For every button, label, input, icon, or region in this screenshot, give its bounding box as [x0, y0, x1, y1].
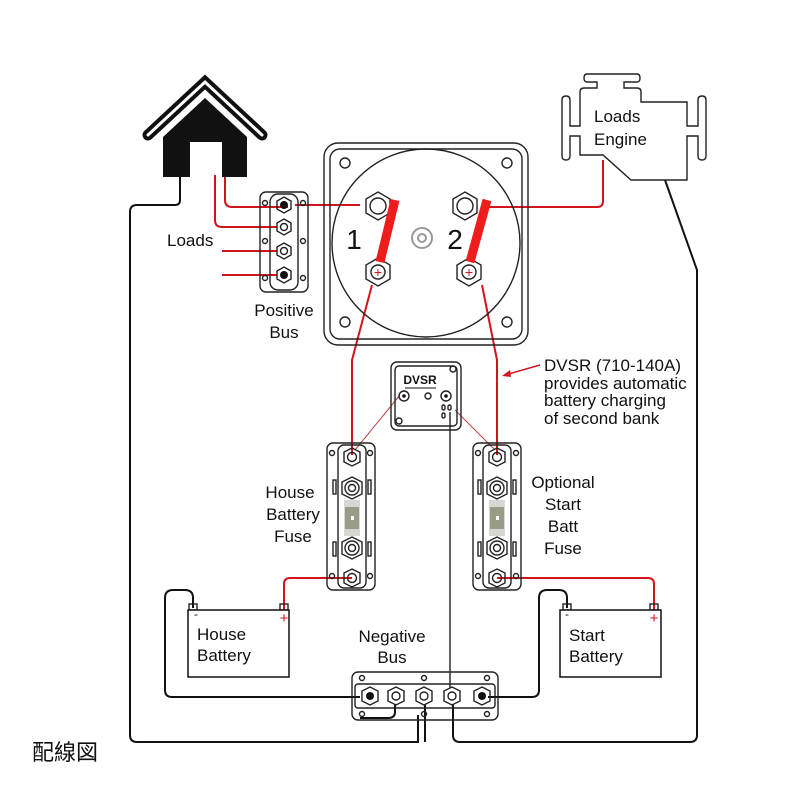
dvsr-note-arrow	[504, 364, 541, 376]
start-battery-fuse: Optional Start Batt Fuse	[472, 442, 595, 591]
neg-bus-terminal	[387, 686, 405, 706]
switch1-to-house-fuse	[351, 284, 373, 455]
positive-bus: Positive Bus	[254, 191, 314, 342]
negative-bus-label-line2: Bus	[377, 648, 406, 667]
house-fuse-label-line1: House	[265, 483, 314, 502]
neg-bus-terminal	[415, 686, 433, 706]
house-battery: - + House Battery	[187, 603, 290, 678]
arrow-head-icon	[502, 370, 511, 377]
dvsr-module: DVSR	[390, 361, 462, 431]
house-fuse-label-line2: Battery	[266, 505, 320, 524]
switch-link-2	[465, 198, 492, 264]
start-battery-neg: -	[565, 607, 569, 621]
bus-terminal	[276, 196, 292, 214]
house-battery-fuse: House Battery Fuse	[265, 442, 376, 591]
start-battery-label-line1: Start	[569, 626, 605, 645]
house-fuse-to-battery	[283, 577, 352, 610]
house-ground-wire	[129, 175, 419, 743]
negative-bus-link	[360, 705, 396, 719]
bus-terminal	[276, 242, 292, 260]
neg-bus-terminal	[443, 686, 461, 706]
bus-terminal	[276, 266, 292, 284]
switch-position-1: 1	[346, 224, 362, 255]
engine-icon: Loads Engine	[561, 73, 707, 181]
neg-bus-terminal	[361, 686, 379, 706]
dvsr-note-line1: DVSR (710-140A)	[544, 356, 681, 375]
start-fuse-label-line1: Optional	[531, 473, 594, 492]
house-load-wire	[224, 175, 288, 208]
house-battery-negative-wire	[164, 589, 360, 698]
dvsr-label: DVSR	[403, 373, 437, 387]
start-battery-negative-wire	[488, 589, 568, 698]
house-battery-pos: +	[280, 610, 289, 627]
bus-terminal	[276, 218, 292, 236]
positive-wires	[214, 160, 655, 610]
engine-label-line2: Engine	[594, 130, 647, 149]
switch-plus-2: +	[465, 264, 473, 280]
switch2-to-start-fuse	[481, 284, 498, 455]
load-wire-2	[214, 175, 277, 228]
house-battery-neg: -	[194, 607, 198, 621]
dvsr-note-line2: provides automatic	[544, 374, 687, 393]
house-icon	[142, 74, 268, 177]
house-battery-label-line2: Battery	[197, 646, 251, 665]
negative-bus: Negative Bus	[351, 627, 499, 721]
negative-wires	[129, 175, 698, 743]
start-fuse-label-line2: Start	[545, 495, 581, 514]
positive-bus-label-line1: Positive	[254, 301, 314, 320]
switch-plus-1: +	[374, 264, 382, 280]
start-fuse-to-battery	[497, 577, 655, 610]
house-battery-label-line1: House	[197, 625, 246, 644]
switch-position-2: 2	[447, 224, 463, 255]
positive-bus-label-line2: Bus	[269, 323, 298, 342]
switch-to-engine-wire	[486, 160, 604, 208]
diagram-title: 配線図	[32, 741, 98, 766]
battery-switch[interactable]: + + 1 2	[323, 142, 529, 346]
start-fuse-label-line4: Fuse	[544, 539, 582, 558]
engine-ground-wire	[452, 179, 698, 743]
engine-label-line1: Loads	[594, 107, 640, 126]
negative-bus-label-line1: Negative	[358, 627, 425, 646]
center-knob-icon	[411, 227, 433, 249]
start-fuse-label-line3: Batt	[548, 517, 579, 536]
dvsr-lead-1	[354, 394, 401, 451]
house-fuse-label-line3: Fuse	[274, 527, 312, 546]
dvsr-note: DVSR (710-140A) provides automatic batte…	[544, 356, 687, 428]
dvsr-note-line4: of second bank	[544, 409, 660, 428]
start-battery: - + Start Battery	[559, 603, 662, 678]
neg-bus-terminal	[473, 686, 491, 706]
dvsr-note-line3: battery charging	[544, 391, 666, 410]
switch-link-1	[375, 198, 400, 264]
loads-label: Loads	[167, 231, 213, 250]
start-battery-label-line2: Battery	[569, 647, 623, 666]
start-battery-pos: +	[650, 610, 659, 627]
